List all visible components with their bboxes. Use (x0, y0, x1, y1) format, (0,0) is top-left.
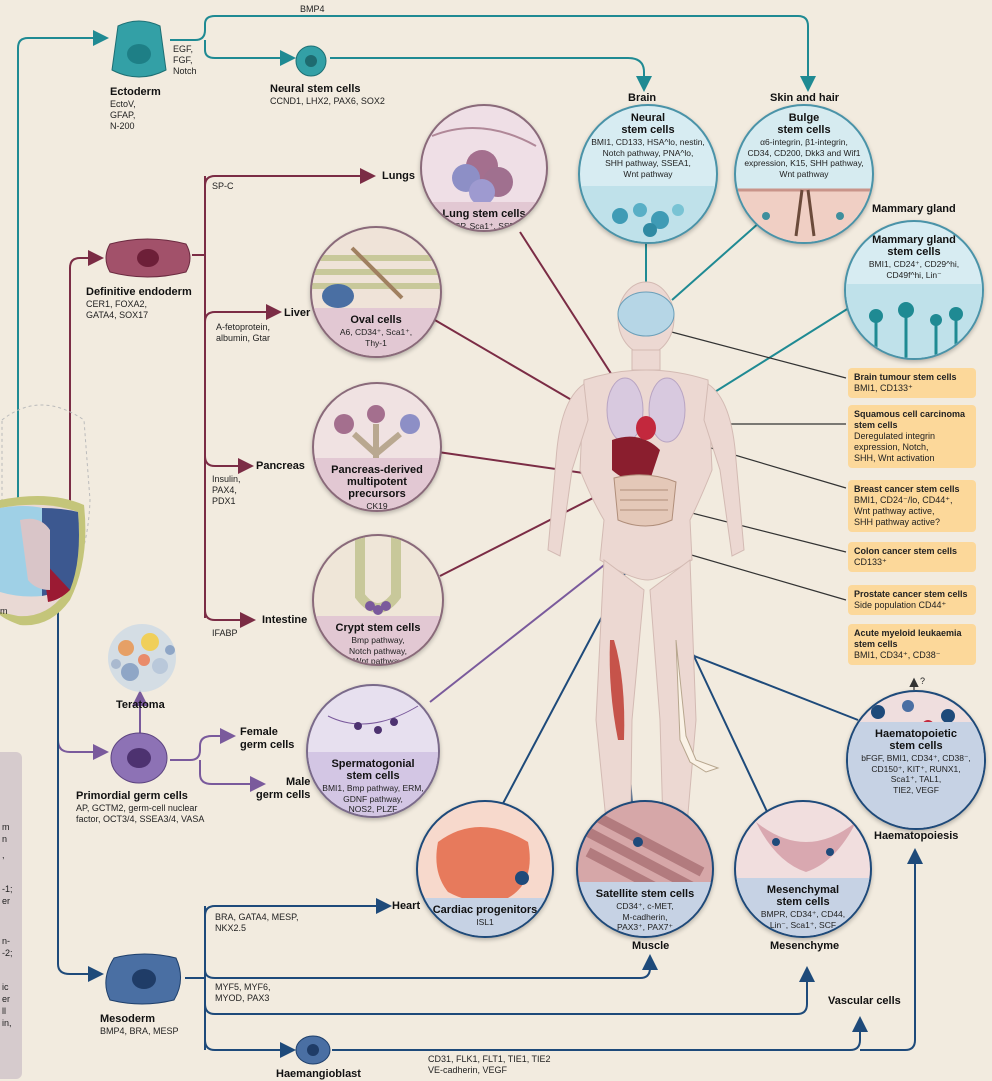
neural-stem-cells-title: Neural stem cells (270, 83, 361, 95)
ectoderm-signals: EGF, FGF, Notch (173, 44, 197, 77)
haematopoiesis-label: Haematopoiesis (874, 830, 958, 842)
mammary-circle-markers: BMI1, CD24⁺, CD29^hi, CD49f^hi, Lin⁻ (846, 259, 982, 280)
aml-question-mark: ? (920, 676, 925, 687)
intestine-label: Intestine (262, 614, 307, 626)
satellite-circle-markers: CD34⁺, c-MET, M-cadherin, PAX3⁺, PAX7⁺ (578, 901, 712, 933)
male-germ-cells-label: Male germ cells (256, 776, 310, 802)
mesenchyme-label: Mesenchyme (770, 940, 839, 952)
neural-circle-title: Neural stem cells (580, 112, 716, 136)
endoderm-cell (102, 234, 192, 282)
mesoderm-cell (100, 950, 186, 1008)
ectoderm-markers: EctoV, GFAP, N-200 (110, 99, 136, 132)
skin-hair-label: Skin and hair (770, 92, 839, 104)
mesenchymal-circle-title: Mesenchymal stem cells (736, 884, 870, 908)
ectoderm-title: Ectoderm (110, 86, 161, 98)
heart-label: Heart (392, 900, 420, 912)
pancreas-circle-markers: CK19 (314, 501, 440, 512)
haemangioblast-markers: CD31, FLK1, FLT1, TIE1, TIE2 VE-cadherin… (428, 1054, 551, 1076)
lungs-label: Lungs (382, 170, 415, 182)
endoderm-title: Definitive endoderm (86, 286, 192, 298)
brain-label: Brain (628, 92, 656, 104)
bulge-circle-markers: α6-integrin, β1-integrin, CD34, CD200, D… (736, 137, 872, 179)
lungs-marker: SP-C (212, 181, 234, 192)
lung-circle-title: Lung stem cells (422, 208, 546, 220)
neural-circle-markers: BMI1, CD133, HSA^lo, nestin, Notch pathw… (580, 137, 716, 179)
satellite-circle-title: Satellite stem cells (578, 888, 712, 900)
crypt-circle-title: Crypt stem cells (314, 622, 442, 634)
teratoma-label: Teratoma (116, 699, 165, 711)
oval-circle-markers: A6, CD34⁺, Sca1⁺, Thy-1 (312, 327, 440, 348)
intestine-marker: IFABP (212, 628, 238, 639)
cardiac-circle-markers: ISL1 (418, 917, 552, 928)
mesenchymal-circle-markers: BMPR, CD34⁺, CD44, Lin⁻, Sca1⁺, SCF (736, 909, 870, 930)
lung-circle-markers: CCSP, Sca1⁺, SSEA1 (422, 221, 546, 232)
haematopoietic-circle-title: Haematopoietic stem cells (848, 728, 984, 752)
primordial-title: Primordial germ cells (76, 790, 188, 802)
muscle-label: Muscle (632, 940, 669, 952)
liver-label: Liver (284, 307, 310, 319)
primordial-germ-cell (108, 730, 170, 786)
haemangioblast-title: Haemangioblast (276, 1068, 361, 1080)
mesoderm-title: Mesoderm (100, 1013, 155, 1025)
pancreas-label: Pancreas (256, 460, 305, 472)
ectoderm-cell (108, 18, 170, 82)
mesoderm-markers: BMP4, BRA, MESP (100, 1026, 179, 1037)
legend-panel-cropped: m n , -1; er n- -2; ic er ll in, (0, 752, 22, 1079)
bmp4-label: BMP4 (300, 4, 325, 15)
haemangioblast-cell (294, 1034, 332, 1066)
pancreas-circle-title: Pancreas-derived multipotent precursors (314, 464, 440, 500)
embryo-graphic (0, 405, 90, 625)
teratoma-graphic (96, 622, 188, 696)
mammary-circle-title: Mammary gland stem cells (846, 234, 982, 258)
cardiac-circle-title: Cardiac progenitors (418, 904, 552, 916)
pancreas-markers: Insulin, PAX4, PDX1 (212, 474, 241, 507)
female-germ-cells-label: Female germ cells (240, 726, 294, 752)
crypt-circle-markers: Bmp pathway, Notch pathway, Wnt pathway (314, 635, 442, 666)
haematopoietic-circle-markers: bFGF, BMI1, CD34⁺, CD38⁻, CD150⁺, KIT⁺, … (848, 753, 984, 795)
heart-markers: BRA, GATA4, MESP, NKX2.5 (215, 912, 299, 934)
vascular-cells-label: Vascular cells (828, 995, 901, 1007)
embryo-label-fragment: m (0, 606, 8, 617)
liver-markers: A-fetoprotein, albumin, Gtar (216, 322, 270, 344)
endoderm-markers: CER1, FOXA2, GATA4, SOX17 (86, 299, 148, 321)
spermatogonial-circle-title: Spermatogonial stem cells (308, 758, 438, 782)
primordial-markers: AP, GCTM2, germ-cell nuclear factor, OCT… (76, 803, 204, 825)
human-body-silhouette (548, 282, 744, 860)
muscle-markers: MYF5, MYF6, MYOD, PAX3 (215, 982, 271, 1004)
oval-circle-title: Oval cells (312, 314, 440, 326)
bulge-circle-title: Bulge stem cells (736, 112, 872, 136)
neural-stem-cell-graphic (294, 44, 328, 78)
mammary-gland-label: Mammary gland (872, 203, 956, 215)
neural-stem-cells-markers: CCND1, LHX2, PAX6, SOX2 (270, 96, 385, 107)
